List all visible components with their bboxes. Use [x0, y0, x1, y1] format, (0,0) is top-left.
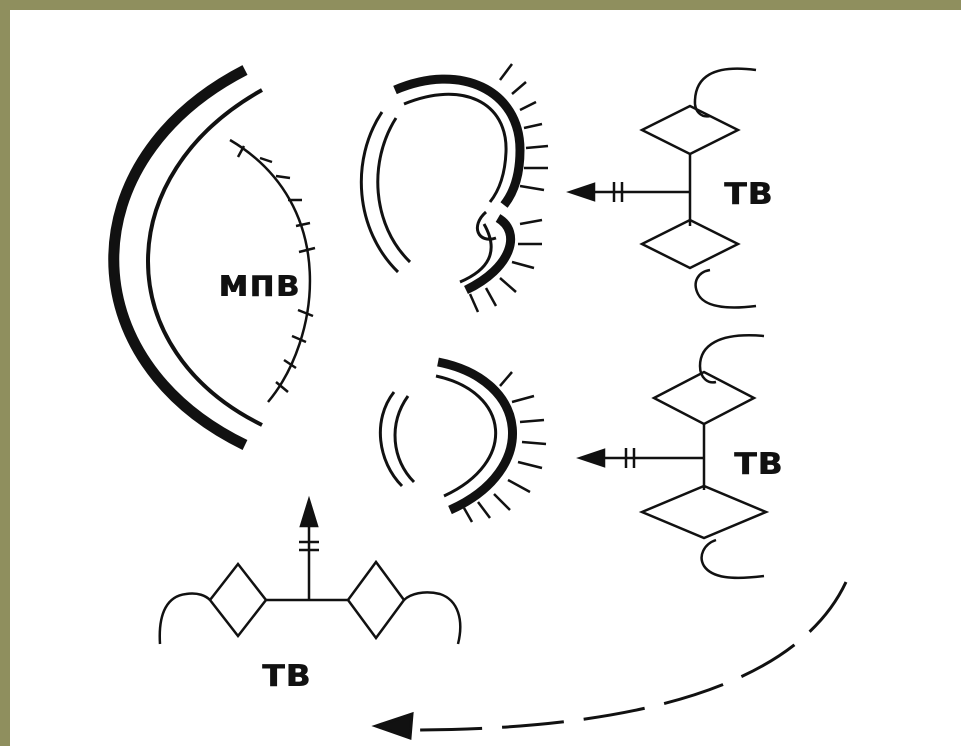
bottom-molecule-diamond-left [210, 564, 266, 636]
large-arc-thin [148, 90, 262, 425]
bottom-cell-thin-outer-a [380, 392, 402, 486]
top-cell-group [361, 64, 548, 312]
right-top-hook-bottom [696, 270, 756, 308]
bottom-molecule-hook-left [160, 593, 210, 644]
label-tv-bottom: тв [262, 650, 311, 696]
label-tv-right-bottom: тв [734, 438, 783, 484]
bottom-molecule [160, 500, 461, 644]
top-cell-thin-upper [404, 94, 506, 202]
right-bottom-hook-bottom [702, 540, 764, 578]
bottom-cell-group [380, 362, 546, 522]
bottom-molecule-arrow-head [301, 500, 317, 526]
top-cell-thin-inner [378, 118, 410, 262]
large-arc-group [114, 70, 315, 445]
label-mpv: мпв [218, 261, 299, 305]
right-top-hook-top [695, 69, 756, 117]
right-top-diamond-upper [642, 106, 738, 154]
right-top-diamond-lower [642, 220, 738, 268]
bottom-molecule-diamond-right [348, 562, 404, 638]
top-cell-thick-lower [466, 218, 511, 290]
label-tv-right-top: тв [724, 168, 773, 214]
dashed-return-curve [410, 582, 846, 730]
dashed-return-head [376, 714, 412, 738]
right-bottom-diamond-lower [642, 486, 766, 538]
bottom-cell-thin-inner [436, 376, 496, 496]
large-arc-thick [114, 70, 245, 445]
dashed-return-arrow [376, 582, 846, 738]
right-top-arrow-head [570, 184, 594, 200]
right-bottom-arrow-head [580, 450, 604, 466]
top-cell-thick-upper [395, 79, 520, 205]
bottom-cell-thin-outer-b [395, 396, 414, 482]
bottom-molecule-hook-right [404, 592, 460, 644]
